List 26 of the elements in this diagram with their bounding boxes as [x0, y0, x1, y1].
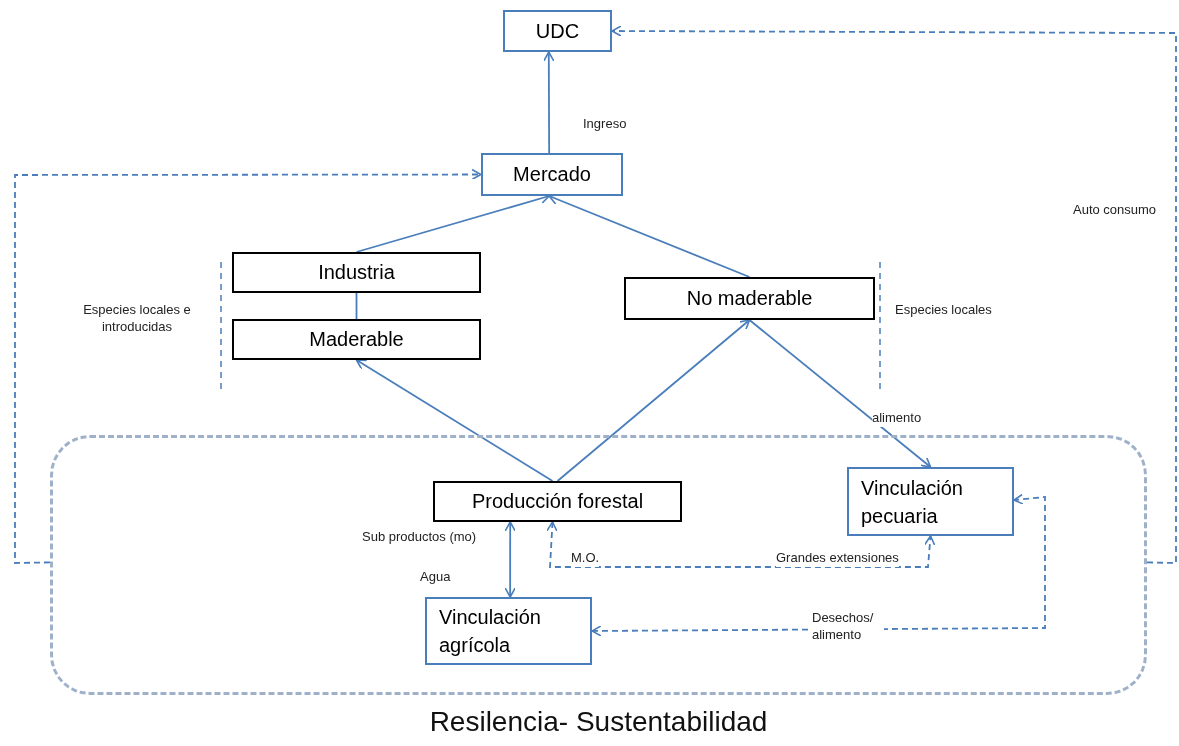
arrow — [591, 493, 1046, 637]
arrow — [14, 168, 482, 564]
edge-label: Grandes extensiones — [776, 550, 899, 567]
annotation-text: Agua — [420, 569, 451, 586]
arrow — [611, 25, 1177, 564]
connector-line — [355, 292, 358, 320]
process-box: Maderable — [232, 319, 481, 360]
region-title: Resilencia- Sustentabilidad — [428, 706, 769, 738]
process-box: Producción forestal — [433, 481, 682, 522]
arrow — [748, 319, 932, 468]
process-box: Vinculación pecuaria — [847, 467, 1014, 536]
edge-label: Ingreso — [583, 116, 627, 133]
arrow — [556, 319, 751, 482]
process-box: No maderable — [624, 277, 875, 320]
process-box: Industria — [232, 252, 481, 293]
annotation-text: Especies locales — [895, 302, 992, 319]
process-box: UDC — [503, 10, 612, 52]
arrow — [504, 521, 516, 598]
edge-label: Sub productos (mo) — [362, 529, 477, 546]
edge-label: alimento — [872, 410, 922, 427]
arrow — [355, 359, 554, 482]
annotation-text: M.O. — [571, 550, 600, 567]
arrow — [543, 51, 555, 154]
process-box: Mercado — [481, 153, 623, 196]
arrow — [546, 521, 936, 568]
process-box: Vinculación agrícola — [425, 597, 592, 665]
